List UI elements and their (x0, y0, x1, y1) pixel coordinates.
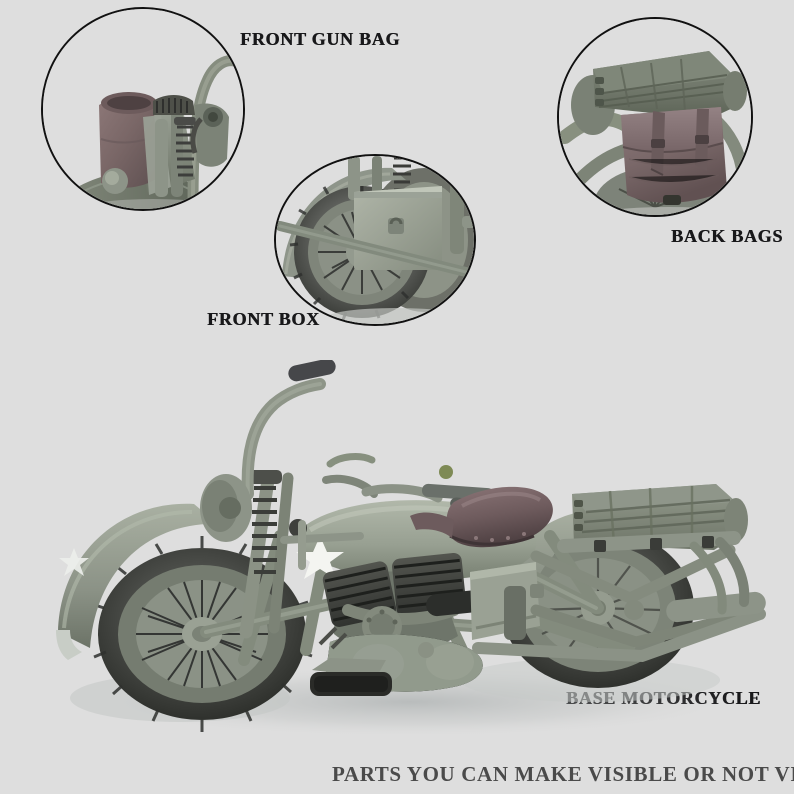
base-motorcycle-illustration[interactable] (30, 360, 770, 740)
seat (410, 486, 553, 548)
inset-front-box[interactable] (274, 154, 476, 326)
inset-back-bags[interactable] (557, 17, 753, 217)
footboard (310, 658, 392, 696)
inset-front-gun-bag[interactable] (41, 7, 245, 211)
star-icon (59, 548, 89, 576)
footer-caption: PARTS YOU CAN MAKE VISIBLE OR NOT VISIBL… (332, 762, 794, 786)
star-icon (296, 536, 344, 579)
front-fork (239, 470, 294, 639)
motorcycle-artwork (56, 360, 766, 738)
front-gun-bag-artwork (43, 9, 243, 209)
label-front-box: FRONT BOX (207, 309, 320, 329)
back-bags-artwork (559, 19, 751, 215)
handlebar (241, 360, 336, 500)
label-front-gun-bag: FRONT GUN BAG (240, 29, 401, 49)
rear-details (504, 586, 644, 640)
rear-rack (557, 484, 748, 553)
label-back-bags: BACK BAGS (671, 226, 784, 246)
front-box-artwork (276, 156, 474, 324)
rear-stays (472, 537, 766, 663)
